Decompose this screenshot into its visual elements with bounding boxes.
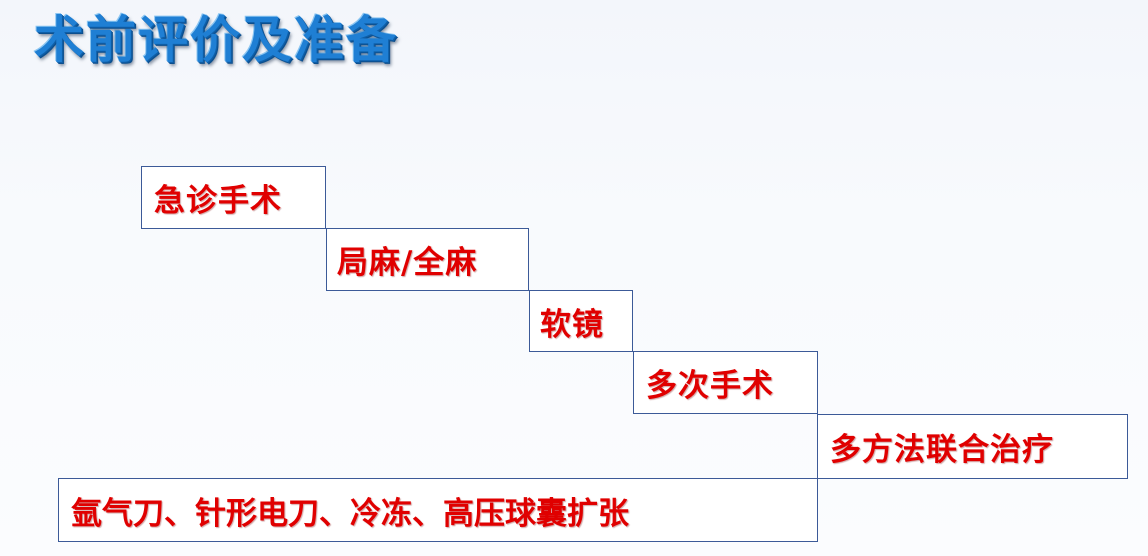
step-label: 软镜 bbox=[540, 306, 604, 343]
step-flexible-scope: 软镜 bbox=[529, 290, 633, 352]
step-label: 局麻/全麻 bbox=[337, 245, 478, 281]
step-label: 急诊手术 bbox=[154, 183, 282, 219]
step-multiple-surgeries: 多次手术 bbox=[633, 351, 818, 414]
step-label: 多次手术 bbox=[646, 368, 774, 404]
step-label: 氩气刀、针形电刀、冷冻、高压球囊扩张 bbox=[71, 495, 629, 532]
step-combined-treatment: 多方法联合治疗 bbox=[817, 414, 1128, 479]
step-label: 多方法联合治疗 bbox=[830, 432, 1054, 468]
step-emergency-surgery: 急诊手术 bbox=[141, 166, 326, 229]
step-anesthesia: 局麻/全麻 bbox=[326, 228, 529, 291]
step-treatment-methods: 氩气刀、针形电刀、冷冻、高压球囊扩张 bbox=[58, 478, 818, 542]
slide-title: 术前评价及准备 bbox=[34, 11, 398, 69]
